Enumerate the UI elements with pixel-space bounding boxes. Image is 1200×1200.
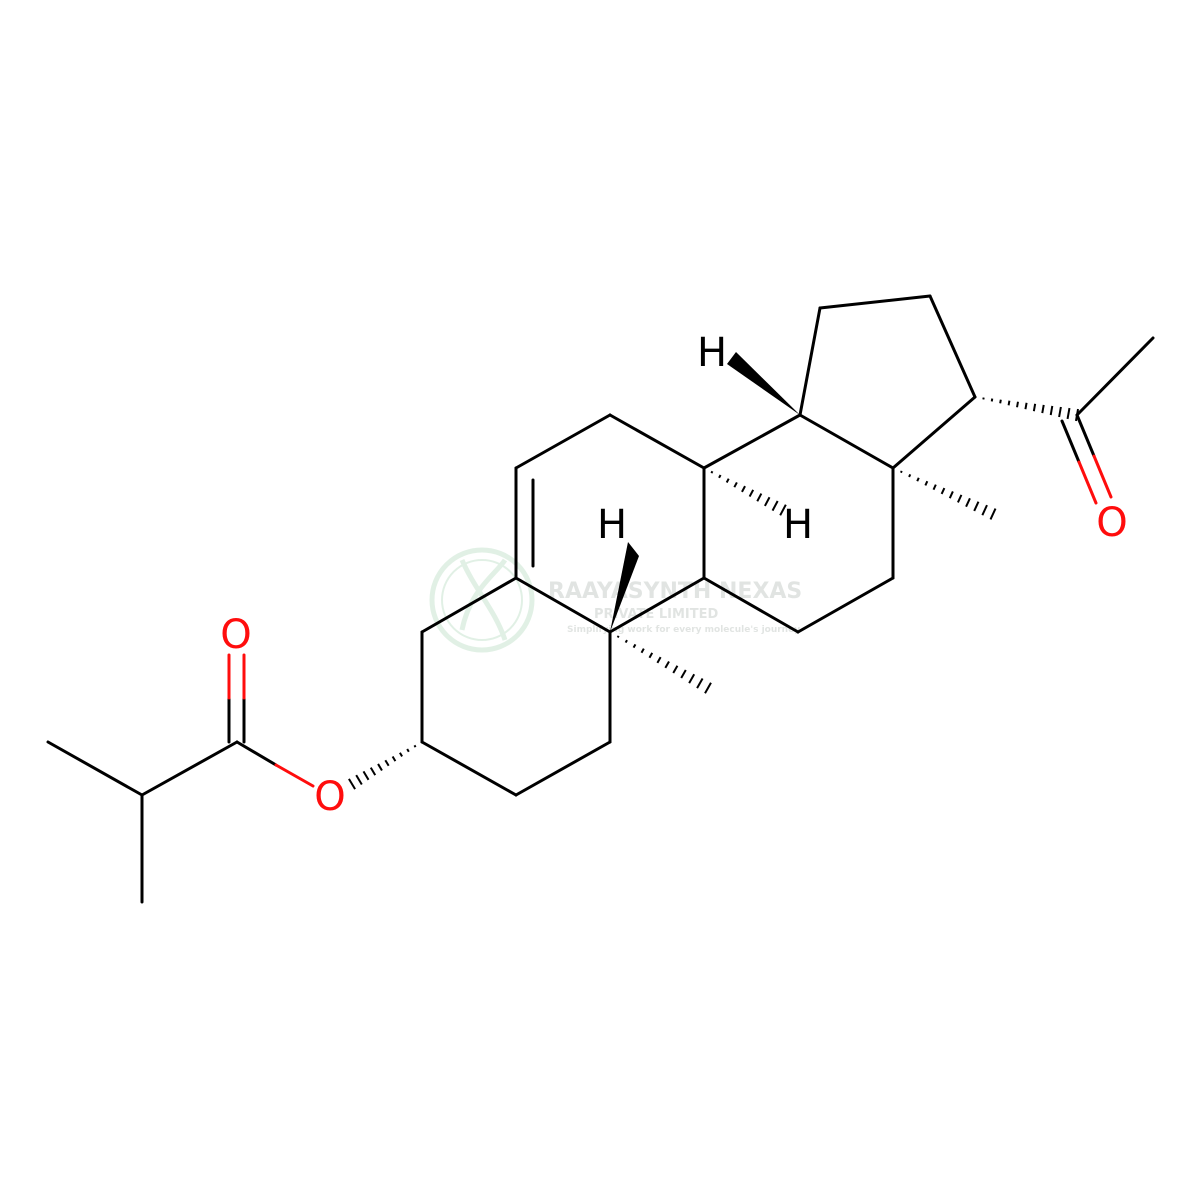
hash-c3-oxygen-stroke (406, 748, 410, 753)
watermark-subtitle: PRIVATE LIMITED (594, 607, 719, 622)
bond-c6-c7 (514, 413, 612, 470)
hash-c8-h-stroke (718, 474, 722, 479)
watermark-company: RAAYASYNTH NEXAS (548, 579, 802, 604)
hash-c10-methyl-stroke (632, 643, 637, 649)
bond-c14-c15 (798, 306, 822, 417)
atom-hydrogen-c14: H (697, 330, 727, 376)
bond-c20-c21 (1075, 336, 1155, 417)
bond-c8-c14 (702, 413, 802, 470)
hash-c8-h-stroke (748, 489, 755, 498)
bond-c5-c10 (514, 576, 612, 634)
hash-c13-methyl-stroke (940, 487, 946, 495)
bond-c2-c3b (420, 740, 518, 797)
watermark-logo-inner-icon (441, 559, 523, 641)
watermark-tagline: Simplifying work for every molecule's jo… (567, 625, 800, 635)
hash-c3-oxygen-stroke (384, 759, 390, 767)
hash-c8-h-stroke (771, 500, 779, 512)
hash-c17-acetyl-stroke (1066, 407, 1071, 420)
hash-c10-methyl-stroke (672, 665, 679, 674)
hash-c13-methyl-stroke (981, 504, 988, 516)
atom-labels: O O O H H H (220, 330, 1127, 820)
hash-c13-methyl-stroke (989, 508, 997, 520)
hash-c13-methyl-stroke (908, 473, 912, 478)
hash-c3-oxygen-stroke (399, 752, 403, 757)
hash-c17-acetyl-stroke (1032, 403, 1037, 412)
hash-c3-oxygen-stroke (369, 767, 377, 776)
hash-c3-oxygen-stroke (348, 778, 356, 790)
bond-c15-c16 (818, 294, 932, 310)
watermark-logo-icon (429, 547, 535, 653)
hash-c17-acetyl-stroke (1024, 402, 1028, 410)
hash-c17-acetyl-stroke (1007, 400, 1011, 406)
hash-c13-methyl-stroke (973, 501, 980, 512)
hash-c10-methyl-stroke (616, 635, 620, 638)
hash-c8-h-stroke (756, 493, 763, 502)
bond-ester-c-o-black (235, 740, 278, 767)
double-bond-c20-o-black1 (1075, 413, 1096, 458)
hash-c8-h-stroke (741, 485, 746, 493)
hash-c8-h-stroke (779, 504, 787, 516)
bond-c17-c13 (891, 395, 977, 470)
bond-c4-c5 (420, 576, 518, 634)
hash-c10-methyl-stroke (680, 669, 687, 679)
hash-c17-acetyl-stroke (1041, 404, 1045, 414)
hash-c13-methyl-stroke (932, 484, 937, 491)
hash-c13-methyl-stroke (957, 494, 963, 503)
bond-c16-c17 (928, 294, 977, 399)
wedge-c14-h (727, 352, 800, 415)
atom-hydrogen-c8: H (783, 502, 813, 548)
bond-c9-c10 (608, 576, 706, 634)
hash-c17-acetyl-stroke (999, 399, 1002, 404)
hash-c3-oxygen-stroke (362, 770, 370, 781)
double-bond-c20-o-red1 (1092, 454, 1113, 499)
hash-c3-oxygen-stroke (355, 774, 363, 785)
hash-c17-acetyl-stroke (1074, 408, 1080, 422)
bond-c14-c13 (798, 413, 895, 470)
bond-c11-c9 (702, 576, 800, 634)
atom-oxygen-ester-carbonyl: O (220, 612, 251, 658)
atom-oxygen-ketone: O (1096, 500, 1127, 546)
hash-c8-h-stroke (733, 481, 738, 488)
hash-c13-methyl-stroke (948, 491, 954, 499)
bonds (46, 294, 1155, 904)
hash-c13-methyl-stroke (924, 480, 929, 486)
hash-c3-oxygen-stroke (391, 755, 397, 762)
double-bonds (227, 413, 1113, 788)
hash-c10-methyl-stroke (704, 682, 712, 694)
hash-c13-methyl-stroke (965, 497, 971, 508)
bond-c1-c2 (514, 740, 612, 797)
watermark: RAAYASYNTH NEXAS PRIVATE LIMITED Simplif… (429, 547, 802, 653)
double-bond-c20-o-black2 (1060, 419, 1081, 464)
hash-c10-methyl-stroke (656, 656, 662, 664)
hash-c17-acetyl-stroke (1058, 406, 1062, 418)
bond-ch-methyl1 (46, 740, 144, 797)
atom-hydrogen-c9: H (597, 502, 627, 548)
bond-c7-c8 (608, 413, 706, 470)
double-bond-c20-o-red2 (1077, 460, 1098, 505)
hash-c17-acetyl-stroke (1049, 405, 1054, 416)
hash-c8-h-stroke (710, 470, 714, 474)
atom-oxygen-ester: O (314, 774, 345, 820)
bond-carbonyl-ch (140, 740, 239, 797)
hash-c10-methyl-stroke (624, 639, 628, 644)
wedge-bonds (610, 352, 800, 632)
bond-c12-c11 (796, 576, 895, 634)
hash-c13-methyl-stroke (916, 477, 920, 482)
wedge-c9-h (610, 542, 639, 632)
hash-c10-methyl-stroke (640, 648, 645, 654)
hash-c3-oxygen-stroke (413, 744, 417, 748)
bond-ester-c-o-red (274, 763, 315, 788)
hash-c10-methyl-stroke (688, 673, 696, 684)
hash-c10-methyl-stroke (664, 660, 670, 669)
hash-c8-h-stroke (725, 478, 730, 483)
hash-c10-methyl-stroke (696, 678, 704, 689)
hash-bonds (348, 397, 1080, 790)
hash-c3-oxygen-stroke (377, 763, 383, 771)
hash-c10-methyl-stroke (648, 652, 654, 659)
hash-c17-acetyl-stroke (1016, 401, 1019, 408)
hash-c8-h-stroke (764, 496, 771, 507)
hash-c13-methyl-stroke (900, 470, 903, 474)
